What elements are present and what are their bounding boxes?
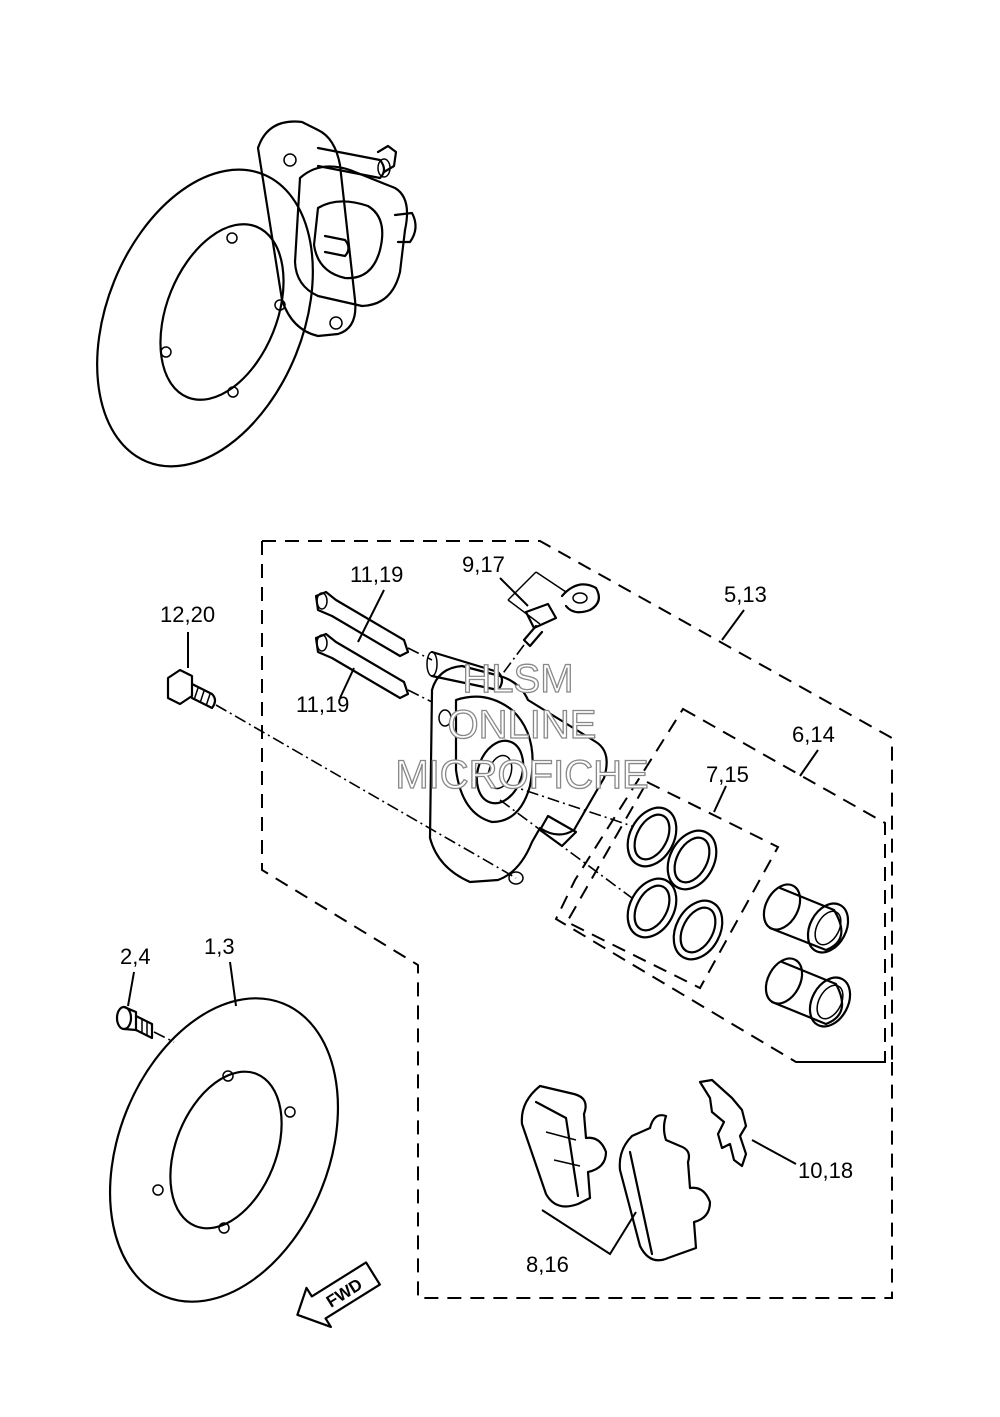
- callout-9-17: 9,17: [462, 552, 505, 577]
- pistons: [762, 883, 852, 1028]
- brake-pads: [520, 1084, 712, 1262]
- watermark-line-3: MICROFICHE: [395, 753, 648, 797]
- callout-10-18: 10,18: [798, 1158, 853, 1183]
- callout-8-16: 8,16: [526, 1252, 569, 1277]
- brake-disc: [108, 997, 340, 1303]
- callout-11-19-bottom: 11,19: [296, 692, 349, 717]
- callout-11-19-top: 11,19: [350, 562, 403, 587]
- caliper-body: [426, 650, 608, 885]
- watermark-line-1: HLSM: [462, 657, 573, 701]
- slide-pin-lower: [314, 632, 410, 700]
- callout-2-4: 2,4: [120, 944, 151, 969]
- callout-12-20: 12,20: [160, 602, 215, 627]
- caliper-bolt: [166, 668, 217, 710]
- watermark: HLSM ONLINE MICROFICHE: [395, 656, 650, 797]
- assembly-boundary-7-15: [565, 780, 780, 990]
- assembly-boundary-6-14: [554, 707, 886, 1063]
- piston-seals: [626, 806, 724, 961]
- callout-5-13: 5,13: [724, 582, 767, 607]
- assembled-brake-assembly: [96, 120, 417, 468]
- callout-1-3: 1,3: [204, 934, 235, 959]
- watermark-line-2: ONLINE: [448, 703, 597, 747]
- pad-spring: [698, 1078, 748, 1168]
- disc-bolt: [115, 1005, 154, 1040]
- slide-pin-upper: [314, 590, 410, 658]
- callout-7-15: 7,15: [706, 762, 749, 787]
- bleed-screw: [522, 583, 601, 648]
- leader-lines: [127, 571, 819, 1256]
- forward-direction-arrow-icon: FWD: [296, 1261, 381, 1329]
- callout-6-14: 6,14: [792, 722, 835, 747]
